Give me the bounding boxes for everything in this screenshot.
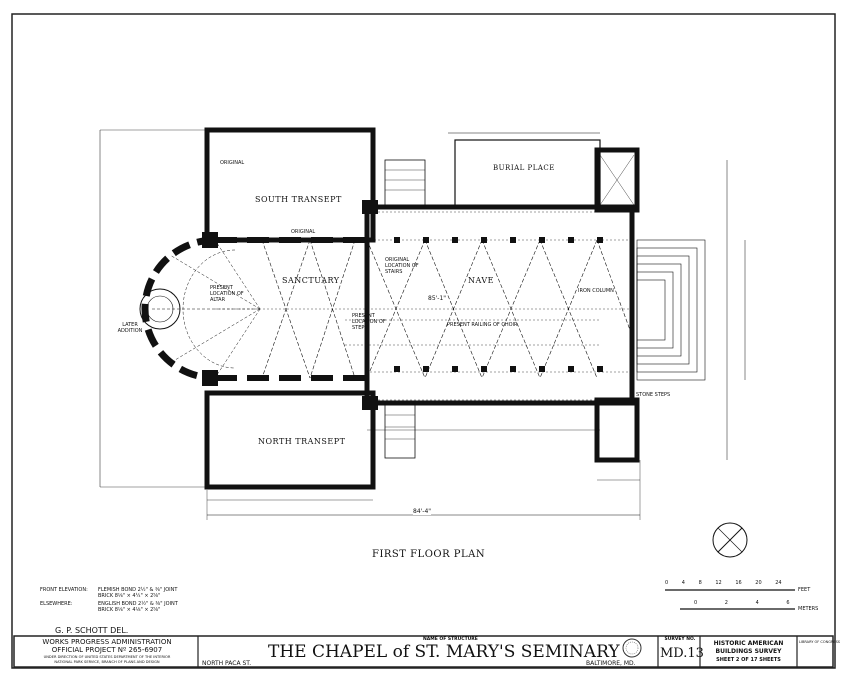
habs-line-2: BUILDINGS SURVEY (715, 648, 782, 655)
tick: 4 (755, 600, 759, 606)
structure-name: THE CHAPEL of ST. MARY'S SEMINARY (268, 642, 620, 662)
label-original-1: ORIGINAL (220, 160, 245, 166)
drawing-title: FIRST FLOOR PLAN (372, 549, 486, 560)
scale-meters-label: METERS (798, 606, 819, 612)
street-name: NORTH PACA ST. (202, 660, 252, 667)
label-present-location-altar: PRESENT LOCATION OF ALTAR (210, 285, 244, 303)
label-present-location-steps: PRESENT LOCATION OF STEPS (352, 313, 386, 331)
sheet-number: SHEET 2 OF 17 SHEETS (716, 657, 781, 663)
habs-line-1: HISTORIC AMERICAN (713, 640, 784, 647)
tick: 2 (724, 600, 728, 606)
note-else-2: BRICK 8⅛" × 4⅛" × 2⅝" (98, 607, 161, 613)
tick: 0 (694, 600, 698, 606)
stone-steps (636, 239, 706, 381)
tick: 16 (735, 580, 742, 586)
tick: 8 (698, 580, 702, 586)
wpa-line-4: NATIONAL PARK SERVICE, BRANCH OF PLANS A… (54, 660, 160, 664)
dimension-nave-length: 85'-1" (428, 295, 447, 302)
scale-meters-ticks: 0 2 4 6 (694, 600, 790, 606)
label-original-2: ORIGINAL (291, 229, 316, 235)
north-arrow-icon (712, 522, 748, 558)
tick: 6 (786, 600, 790, 606)
nave (364, 204, 635, 406)
city: BALTIMORE, MD. (586, 660, 636, 667)
name-of-structure-label: NAME OF STRUCTURE (423, 637, 478, 642)
wpa-line-1: WORKS PROGRESS ADMINISTRATION (42, 638, 172, 646)
label-original-location-stairs: ORIGINAL LOCATION OF STAIRS (385, 257, 419, 275)
tick: 24 (775, 580, 782, 586)
label-present-railing: PRESENT RAILING OF CHOIR (447, 322, 518, 328)
note-front-1: FLEMISH BOND 2½" & ⅜" JOINT (98, 587, 178, 593)
burial-place (454, 139, 601, 208)
survey-no-label: SURVEY NO. (664, 637, 696, 642)
room-label-burial-place: BURIAL PLACE (493, 164, 555, 172)
note-front-label: FRONT ELEVATION: (40, 587, 88, 593)
label-stone-steps: STONE STEPS (636, 392, 671, 398)
title-block (13, 635, 834, 668)
survey-number: MD.13 (660, 646, 704, 661)
room-label-sanctuary: SANCTUARY (282, 276, 340, 285)
scale-feet-label: FEET (798, 587, 811, 593)
columns (202, 200, 603, 410)
note-front-2: BRICK 8⅛" × 4¼" × 2⅝" (98, 593, 161, 599)
label-later-addition: LATER ADDITION (117, 322, 143, 334)
tick: 4 (681, 580, 685, 586)
note-else-label: ELSEWHERE: (40, 601, 73, 607)
north-transept (204, 390, 376, 490)
label-iron-column: IRON COLUMN (578, 288, 614, 294)
seal-icon (622, 638, 642, 658)
room-label-south-transept: SOUTH TRANSEPT (255, 195, 342, 204)
tick: 12 (715, 580, 722, 586)
wpa-line-3: UNDER DIRECTION OF UNITED STATES DEPARTM… (43, 655, 171, 659)
delineator: G. P. SCHOTT DEL. (55, 626, 129, 635)
south-transept (204, 127, 376, 243)
plan (99, 127, 795, 610)
library-stamp: LIBRARY OF CONGRESS (799, 640, 841, 644)
room-label-nave: NAVE (468, 276, 494, 285)
note-else-1: ENGLISH BOND 2½" & ⅜" JOINT (98, 601, 178, 607)
dimension-overall-length: 84'-4" (413, 508, 432, 515)
tick: 20 (755, 580, 762, 586)
room-label-north-transept: NORTH TRANSEPT (258, 437, 346, 446)
wpa-line-2: OFFICIAL PROJECT Nº 265-6907 (51, 646, 163, 654)
sheet-border (11, 13, 836, 669)
scale-feet-ticks: 0 4 8 12 16 20 24 (665, 580, 782, 586)
tick: 0 (665, 580, 669, 586)
